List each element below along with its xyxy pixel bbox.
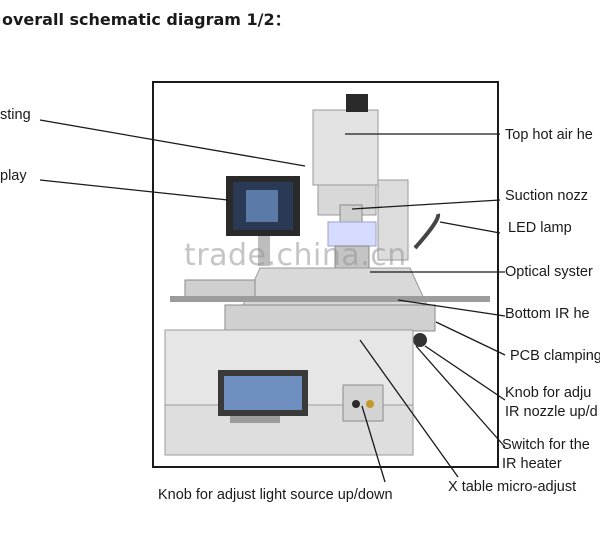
light-adjust-knob	[352, 400, 360, 408]
ir-heater-switch	[366, 400, 374, 408]
led-lamp	[327, 221, 377, 247]
label-switch-ir-line1: Switch for the	[502, 437, 590, 453]
top-hot-air-heater	[312, 109, 379, 186]
label-knob-light: Knob for adjust light source up/down	[158, 487, 393, 503]
suction-nozzle	[339, 204, 363, 224]
label-left-mid: play	[0, 168, 27, 184]
diagram-title: overall schematic diagram 1/2：	[2, 10, 291, 29]
pcb-clamping	[184, 279, 256, 299]
label-pcb-clamping: PCB clamping	[510, 348, 600, 364]
label-suction-nozzle: Suction nozz	[505, 188, 589, 204]
label-switch-ir-line2: IR heater	[502, 456, 562, 472]
label-knob-ir-line2: IR nozzle up/d	[505, 404, 598, 420]
label-bottom-ir: Bottom IR he	[505, 306, 590, 322]
label-optical-system: Optical syster	[505, 264, 593, 280]
switch-panel	[342, 384, 384, 422]
label-led-lamp: LED lamp	[508, 220, 572, 236]
label-top-hot-air: Top hot air he	[505, 127, 593, 143]
label-knob-ir-line1: Knob for adju	[505, 385, 592, 401]
label-x-table: X table micro-adjust	[448, 479, 577, 495]
watermark: trade.china.cn	[184, 238, 407, 273]
label-left-top: sting	[0, 107, 31, 123]
